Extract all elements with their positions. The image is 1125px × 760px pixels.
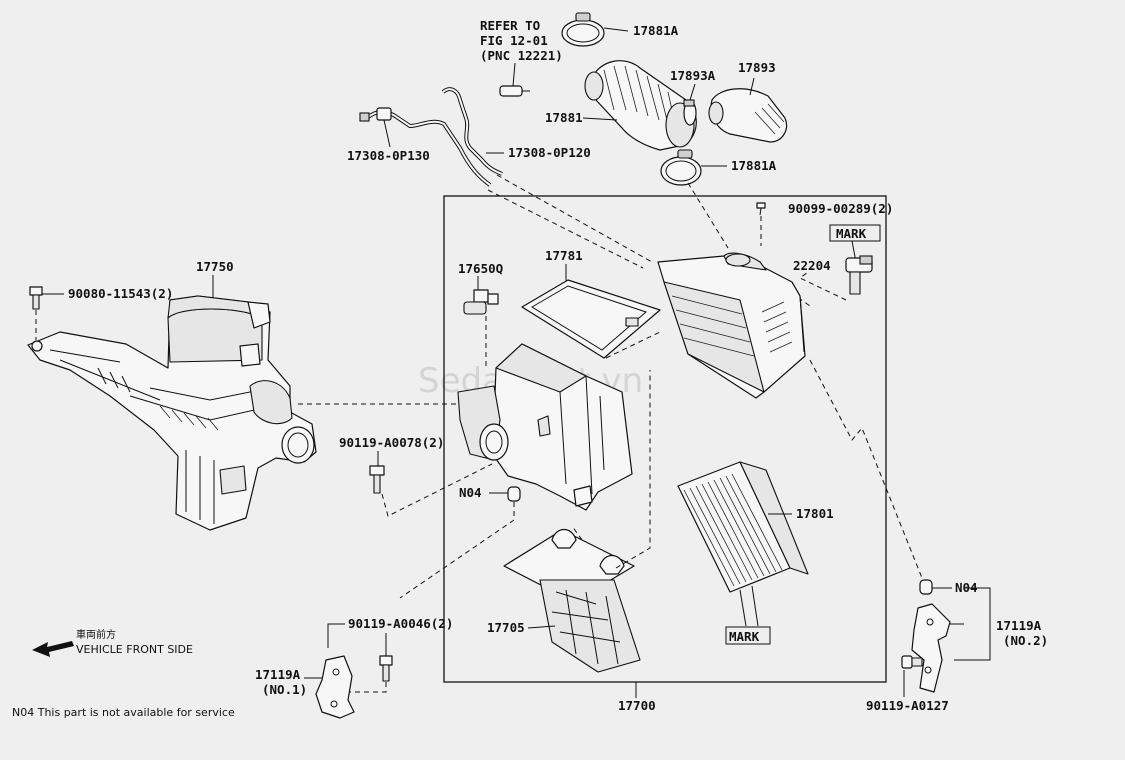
mark-label-bottom: MARK	[729, 629, 760, 644]
label-17119A-left: 17119A	[255, 667, 301, 682]
grommet-N04-left	[507, 486, 521, 502]
bracket-17705	[503, 528, 641, 673]
bolt-90119-A0127	[901, 655, 923, 669]
vehicle-front-arrow-icon	[32, 641, 74, 657]
label-17308-0P130: 17308-0P130	[347, 148, 430, 163]
inlet-duct-17750	[27, 295, 317, 531]
assembly-frame-17700	[443, 195, 887, 683]
air-cleaner-case	[457, 343, 633, 511]
clamp-17881A-mid	[660, 149, 702, 186]
label-17700: 17700	[618, 698, 656, 713]
front-label-jp: 車両前方	[76, 628, 116, 641]
label-17893: 17893	[738, 60, 776, 75]
label-90080-11543: 90080-11543(2)	[68, 286, 173, 301]
label-17881A-mid: 17881A	[731, 158, 777, 173]
label-22204: 22204	[793, 258, 831, 273]
clamp-17893A	[683, 99, 697, 126]
label-17881: 17881	[545, 110, 583, 125]
label-17308-0P120: 17308-0P120	[508, 145, 591, 160]
label-90119-A0078: 90119-A0078(2)	[339, 435, 444, 450]
bracket-17119A-no2	[911, 603, 951, 693]
resonator-17893	[708, 88, 788, 143]
bracket-17119A-no1	[315, 655, 355, 719]
label-17705: 17705	[487, 620, 525, 635]
refer-note-line2: FIG 12-01	[480, 33, 548, 48]
vacuum-hose-17308-0P130	[359, 107, 492, 187]
gasket-17781	[521, 279, 661, 359]
bolt-90119-A0046	[379, 655, 393, 682]
grommet-N04-right	[919, 579, 933, 595]
mark-tag-top	[829, 224, 881, 242]
label-17881A-top: 17881A	[633, 23, 679, 38]
label-90119-A0127: 90119-A0127	[866, 698, 949, 713]
label-no1: (NO.1)	[262, 682, 307, 697]
label-17893A: 17893A	[670, 68, 716, 83]
label-no2: (NO.2)	[1003, 633, 1048, 648]
label-90099-00289: 90099-00289(2)	[788, 201, 893, 216]
bolt-90119-A0078	[369, 465, 385, 494]
label-90119-A0046: 90119-A0046(2)	[348, 616, 453, 631]
footnote: N04 This part is not available for servi…	[12, 706, 235, 719]
label-17750: 17750	[196, 259, 234, 274]
airflow-meter-22204	[845, 255, 873, 295]
refer-note-line3: (PNC 12221)	[480, 48, 563, 63]
mark-tag-bottom	[725, 626, 771, 645]
mark-label-top: MARK	[836, 226, 867, 241]
label-17650Q: 17650Q	[458, 261, 503, 276]
connector-12221	[499, 85, 530, 97]
front-label-en: VEHICLE FRONT SIDE	[76, 643, 193, 656]
clamp-17881A-top	[561, 12, 605, 47]
air-cleaner-cap	[657, 252, 806, 399]
bolt-90099-00289	[756, 202, 766, 216]
label-17801: 17801	[796, 506, 834, 521]
label-N04-left: N04	[459, 485, 482, 500]
label-17781: 17781	[545, 248, 583, 263]
refer-note-line1: REFER TO	[480, 18, 540, 33]
bolt-90080-11543	[29, 286, 43, 310]
air-filter-17801	[677, 461, 809, 593]
label-17119A-right: 17119A	[996, 618, 1042, 633]
sensor-17650Q	[463, 289, 499, 315]
vacuum-hose-17308-0P120	[441, 87, 503, 176]
intake-hose-17881	[584, 60, 697, 151]
